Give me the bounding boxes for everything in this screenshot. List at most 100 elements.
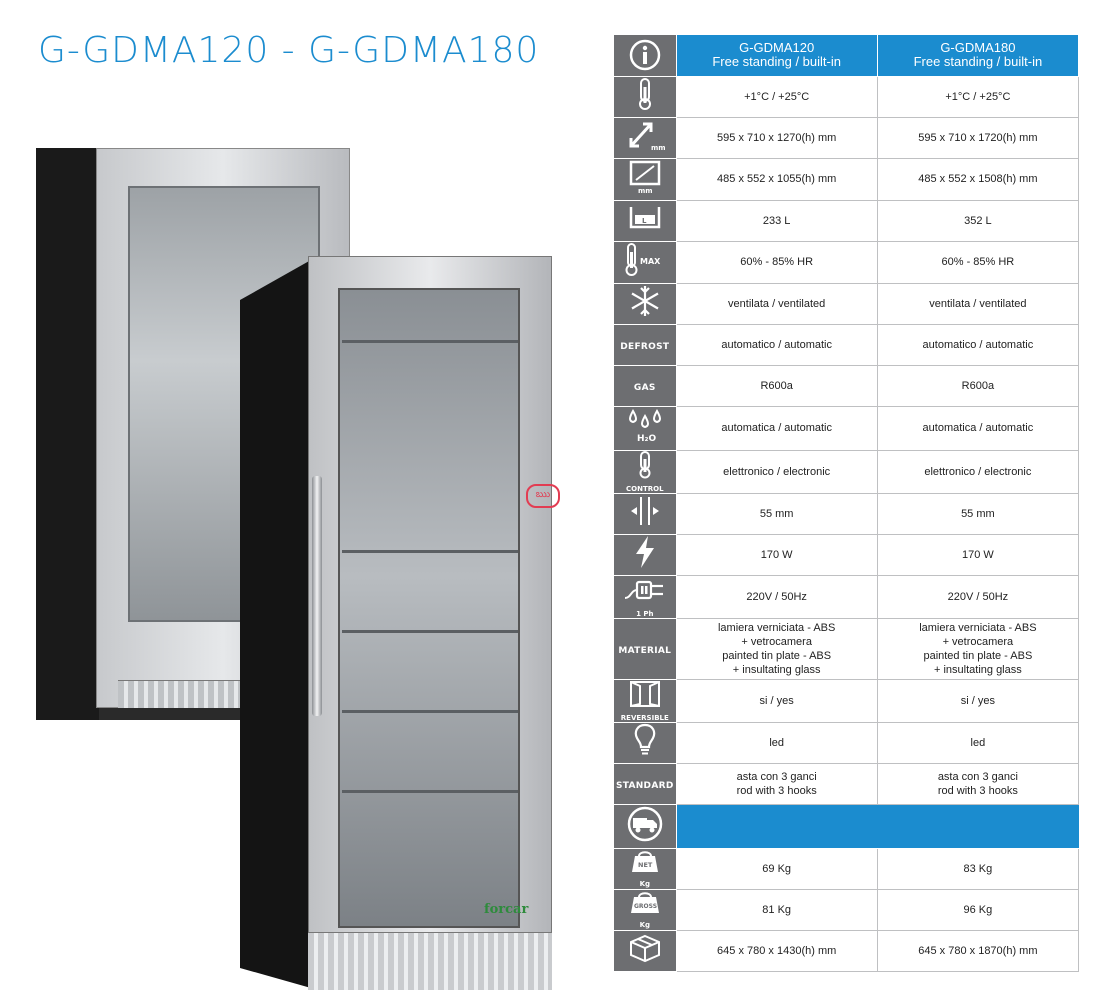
spec-value-model-2: 485 x 552 x 1508(h) mm bbox=[877, 158, 1080, 201]
svg-text:GROSS: GROSS bbox=[634, 903, 657, 910]
spec-value-model-1: R600a bbox=[676, 365, 878, 407]
snowflake-icon bbox=[614, 283, 677, 325]
spec-value-model-2: 55 mm bbox=[877, 493, 1080, 535]
spec-row: MATERIAL lamiera verniciata - ABS+ vetroc… bbox=[614, 618, 1080, 680]
spec-value-model-1: automatico / automatic bbox=[676, 324, 878, 366]
thermometer-control-icon: CONTROL bbox=[614, 450, 677, 494]
spec-value-model-2: automatico / automatic bbox=[877, 324, 1080, 366]
light-bulb-icon bbox=[614, 722, 677, 764]
capacity-icon: L bbox=[614, 200, 677, 242]
svg-text:mm: mm bbox=[638, 187, 653, 195]
shipping-header-bar bbox=[676, 804, 1079, 849]
external-dimensions-icon: mm bbox=[614, 117, 677, 159]
column-header-1: G-GDMA120 Free standing / built-in bbox=[676, 35, 878, 77]
info-icon bbox=[614, 35, 677, 77]
icon-caption: CONTROL bbox=[626, 484, 664, 493]
spec-value-model-1: ventilata / ventilated bbox=[676, 283, 878, 325]
model-name: G-GDMA120 bbox=[739, 40, 815, 56]
package-box-icon bbox=[614, 930, 677, 972]
shipping-value-model-1: 69 Kg bbox=[676, 848, 878, 890]
spec-row: +1°C / +25°C+1°C / +25°C bbox=[614, 76, 1080, 118]
spec-value-model-1: +1°C / +25°C bbox=[676, 76, 878, 118]
spec-label-text: GAS bbox=[633, 382, 656, 393]
front-vent-grill bbox=[308, 932, 552, 990]
spec-value-model-2: 220V / 50Hz bbox=[877, 575, 1080, 619]
spec-value-model-1: automatica / automatic bbox=[676, 406, 878, 451]
internal-dimensions-icon: mm bbox=[614, 158, 677, 201]
icon-caption: 1 Ph bbox=[636, 609, 654, 618]
insulation-thickness-icon bbox=[614, 493, 677, 535]
icon-caption: Kg bbox=[639, 920, 650, 929]
spec-value-model-2: R600a bbox=[877, 365, 1080, 407]
door-icon: REVERSIBLE bbox=[614, 679, 677, 723]
shelf bbox=[342, 630, 518, 633]
power-plug-icon: 1 Ph bbox=[614, 575, 677, 619]
brand-logo: forcar bbox=[484, 902, 529, 917]
water-drops-icon: H₂O bbox=[614, 406, 677, 451]
spec-label-gas: GAS bbox=[614, 365, 677, 407]
spec-value-model-1: elettronico / electronic bbox=[676, 450, 878, 494]
svg-text:mm: mm bbox=[651, 144, 665, 152]
spec-value-model-2: +1°C / +25°C bbox=[877, 76, 1080, 118]
spec-value-model-1: 233 L bbox=[676, 200, 878, 242]
spec-value-model-2: 60% - 85% HR bbox=[877, 241, 1080, 284]
model-name: G-GDMA180 bbox=[940, 40, 1016, 56]
shipping-value-model-2: 83 Kg bbox=[877, 848, 1080, 890]
model-subtitle: Free standing / built-in bbox=[913, 54, 1043, 70]
spec-label-text: MATERIAL bbox=[618, 645, 672, 656]
icon-caption: REVERSIBLE bbox=[620, 713, 669, 722]
door-handle bbox=[312, 476, 322, 716]
svg-text:L: L bbox=[642, 217, 647, 225]
spec-value-model-2: elettronico / electronic bbox=[877, 450, 1080, 494]
weight-gross-icon: GROSS Kg bbox=[614, 889, 677, 931]
spec-label-text: STANDARD bbox=[615, 780, 674, 791]
spec-value-model-2: 170 W bbox=[877, 534, 1080, 576]
spec-value-model-2: ventilata / ventilated bbox=[877, 283, 1080, 325]
spec-value-model-1: 170 W bbox=[676, 534, 878, 576]
spec-value-model-2: 352 L bbox=[877, 200, 1080, 242]
spec-value-model-1: led bbox=[676, 722, 878, 764]
front-glass-door bbox=[338, 288, 520, 928]
product-image: forcar bbox=[0, 140, 600, 996]
spec-label-defrost: DEFROST bbox=[614, 324, 677, 366]
spec-value-model-2: si / yes bbox=[877, 679, 1080, 723]
shipping-value-model-1: 81 Kg bbox=[676, 889, 878, 931]
shipping-value-model-1: 645 x 780 x 1430(h) mm bbox=[676, 930, 878, 972]
column-header-2: G-GDMA180 Free standing / built-in bbox=[877, 35, 1080, 77]
side-badge-icon: ఋ bbox=[526, 484, 560, 508]
humidity-max-icon: MAX bbox=[614, 241, 677, 284]
spec-value-model-1: 55 mm bbox=[676, 493, 878, 535]
spec-value-model-2: automatica / automatic bbox=[877, 406, 1080, 451]
shipping-value-model-2: 645 x 780 x 1870(h) mm bbox=[877, 930, 1080, 972]
lightning-icon bbox=[614, 534, 677, 576]
hanging-rod bbox=[342, 340, 518, 343]
icon-caption: Kg bbox=[639, 879, 650, 888]
delivery-truck-icon bbox=[614, 804, 677, 849]
spec-value-model-1: 60% - 85% HR bbox=[676, 241, 878, 284]
spec-value-model-1: 220V / 50Hz bbox=[676, 575, 878, 619]
shipping-value-model-2: 96 Kg bbox=[877, 889, 1080, 931]
shipping-header-row bbox=[614, 804, 1079, 849]
shelf bbox=[342, 550, 518, 553]
